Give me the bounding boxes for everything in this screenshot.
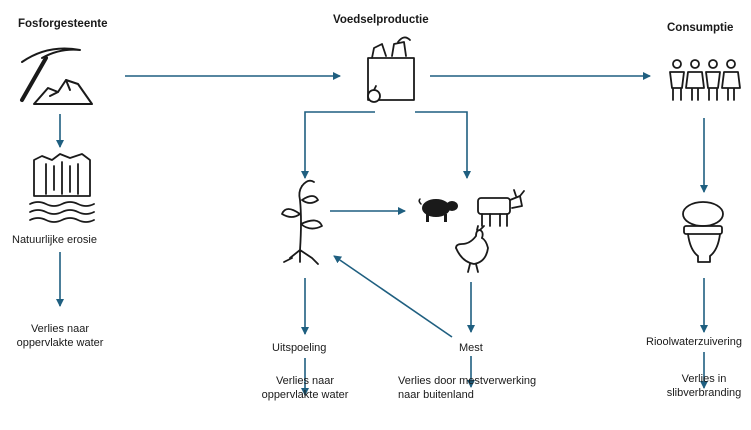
people-icon — [669, 59, 741, 101]
label-manure: Mest — [459, 342, 483, 354]
arrow-manure-to-plants — [333, 255, 453, 338]
waterfall-icon — [29, 153, 95, 223]
label-loss-surface-water-1: Verlies naar oppervlakte water — [10, 322, 110, 350]
label-sewage-treatment: Rioolwaterzuivering — [646, 336, 742, 348]
cow-icon — [477, 189, 525, 227]
arrow-food-to-animals — [415, 111, 471, 179]
arrow-food-to-plants — [301, 111, 375, 179]
label-loss-sludge-incineration: Verlies in slibverbranding — [654, 372, 751, 400]
column-header-food: Voedselproductie — [333, 14, 429, 26]
label-loss-surface-water-2: Verlies naar oppervlakte water — [255, 374, 355, 402]
label-loss-manure-processing: Verlies door mestverwerking naar buitenl… — [398, 374, 536, 402]
label-loss-surface-water-2-line2: oppervlakte water — [261, 389, 349, 401]
plant-icon — [281, 179, 323, 265]
label-loss-manure-line1: Verlies door mestverwerking — [398, 375, 537, 387]
label-erosion: Natuurlijke erosie — [12, 234, 97, 246]
pig-icon — [418, 198, 458, 222]
pickaxe-rock-icon — [20, 47, 93, 105]
label-loss-surface-water-1-line1: Verlies naar — [30, 323, 90, 335]
toilet-icon — [682, 201, 724, 263]
label-loss-surface-water-2-line1: Verlies naar — [275, 375, 335, 387]
label-loss-sludge-line1: Verlies in — [681, 373, 727, 385]
label-loss-sludge-line2: slibverbranding — [666, 387, 742, 399]
column-header-consumption: Consumptie — [667, 22, 734, 34]
column-header-mining: Fosforgesteente — [18, 18, 108, 30]
label-loss-surface-water-1-line2: oppervlakte water — [16, 337, 104, 349]
label-loss-manure-line2: naar buitenland — [398, 389, 474, 401]
grocery-bag-icon — [367, 36, 415, 103]
label-leaching: Uitspoeling — [272, 342, 327, 354]
chicken-icon — [455, 225, 489, 273]
